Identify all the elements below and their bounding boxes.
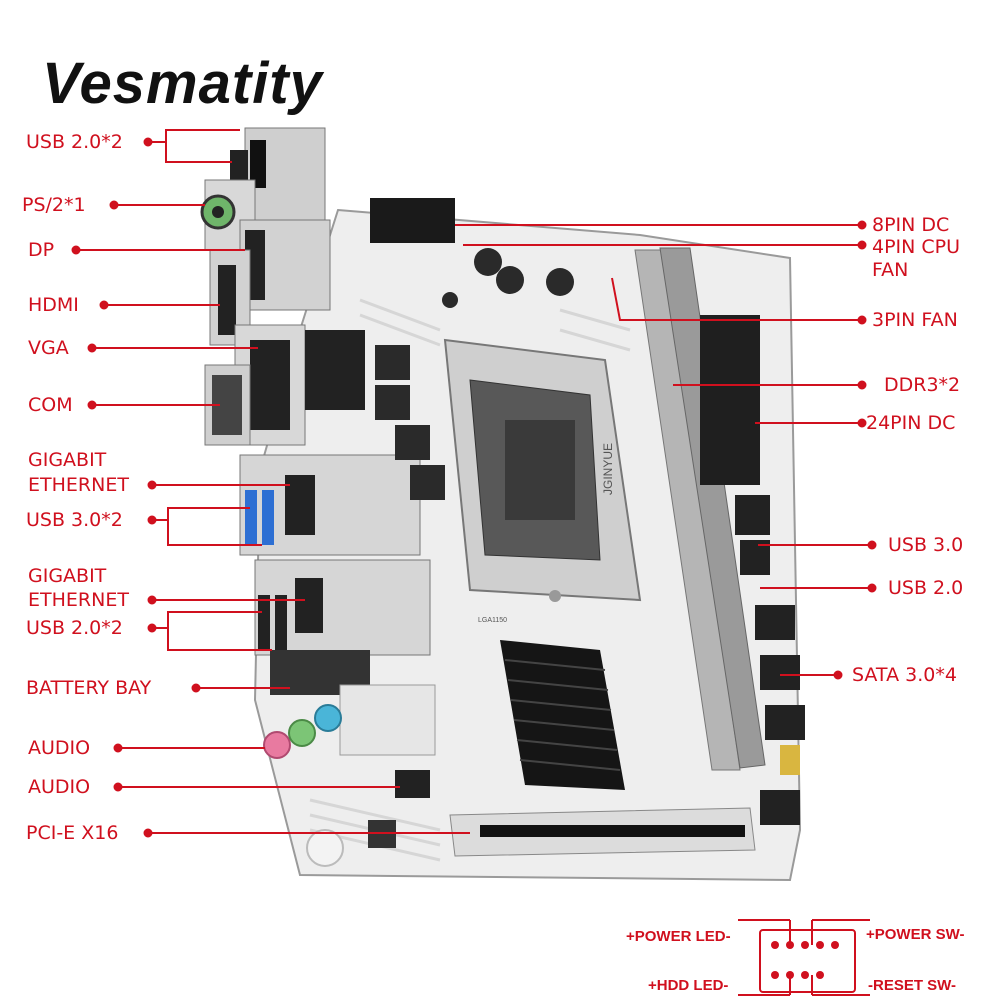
connector-8pin [370, 198, 455, 243]
audio-jack-pink [263, 731, 291, 759]
chipset-heatsink [500, 640, 625, 790]
label-hdmi: HDMI [28, 294, 79, 316]
front-panel-diagram [738, 919, 870, 996]
audio-jack-green [288, 719, 316, 747]
label-power-sw: +POWER SW- [866, 926, 965, 943]
label-gigabit1-line2: ETHERNET [28, 474, 129, 496]
label-4pin-cpu-line2: FAN [872, 259, 909, 281]
label-gigabit1-line1: GIGABIT [28, 449, 107, 471]
label-usb20-header: USB 2.0 [888, 577, 964, 599]
label-audio-2: AUDIO [28, 776, 91, 798]
label-hdd-led: +HDD LED- [648, 977, 729, 994]
board-brand-text: JGINYUE [601, 443, 615, 495]
connector-24pin [700, 315, 760, 485]
front-panel-pins [780, 745, 800, 775]
label-battery-bay: BATTERY BAY [26, 677, 152, 699]
label-gigabit2-line1: GIGABIT [28, 565, 107, 587]
sata-ports [755, 605, 805, 740]
label-8pin-dc: 8PIN DC [872, 214, 950, 236]
label-com: COM [28, 394, 73, 416]
audio-jack-blue [314, 704, 342, 732]
label-24pin-dc: 24PIN DC [866, 412, 956, 434]
socket-text: LGA1150 [478, 617, 507, 624]
label-vga: VGA [28, 337, 69, 359]
label-pcie: PCI-E X16 [26, 822, 119, 844]
label-audio-1: AUDIO [28, 737, 91, 759]
ddr3-slots [634, 247, 766, 771]
label-gigabit2-line2: ETHERNET [28, 589, 129, 611]
header-usb30 [735, 495, 770, 535]
label-usb30: USB 3.0*2 [26, 509, 123, 531]
vrm-components [375, 248, 574, 500]
label-3pin-fan: 3PIN FAN [872, 309, 958, 331]
label-usb30-header: USB 3.0 [888, 534, 964, 556]
label-dp: DP [28, 239, 55, 261]
pcie-slot [449, 807, 756, 857]
io-ports [200, 127, 436, 759]
label-usb20-top: USB 2.0*2 [26, 131, 123, 153]
label-sata: SATA 3.0*4 [852, 664, 957, 686]
label-ps2: PS/2*1 [22, 194, 86, 216]
label-4pin-cpu-line1: 4PIN CPU [872, 236, 961, 258]
label-usb20-bottom: USB 2.0*2 [26, 617, 123, 639]
label-power-led: +POWER LED- [626, 928, 731, 945]
right-leader-lines [455, 220, 877, 680]
label-ddr3: DDR3*2 [884, 374, 961, 396]
label-reset-sw: -RESET SW- [868, 977, 957, 994]
cpu-socket [443, 338, 642, 602]
brand-title: Vesmatity [42, 51, 323, 116]
left-leader-lines [71, 129, 470, 838]
